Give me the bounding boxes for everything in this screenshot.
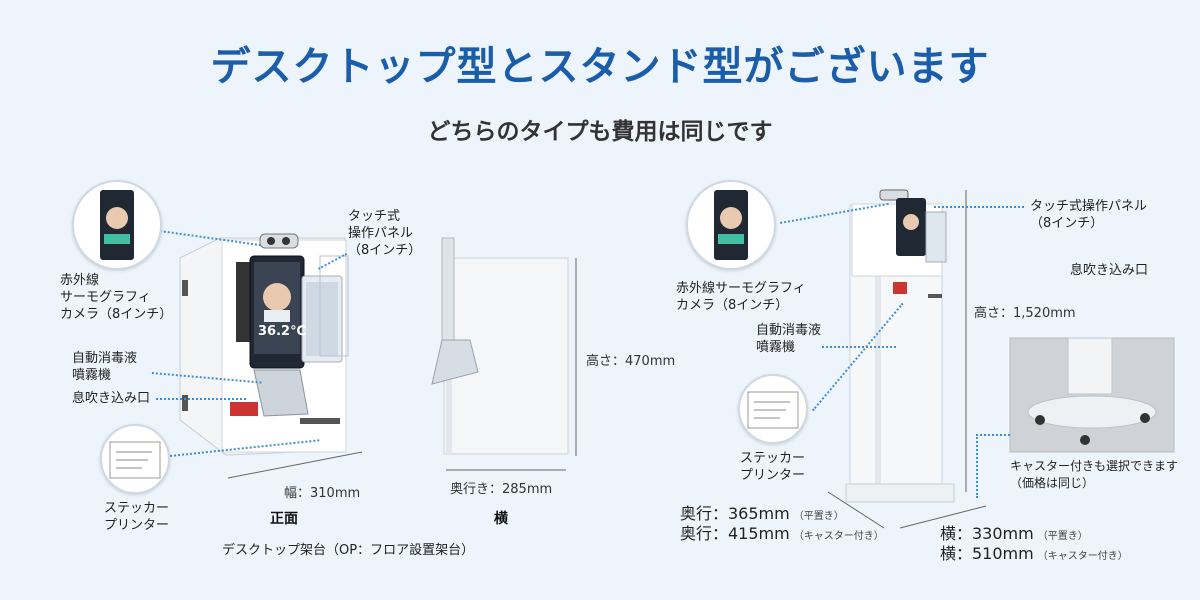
width-flat: 横：330mm（平置き） — [940, 520, 1088, 544]
touch-panel-label-desktop: タッチ式 操作パネル （8インチ） — [348, 209, 422, 258]
height-dimension-stand: 高さ：1,520mm — [974, 306, 1076, 321]
camera-callout-stand — [686, 180, 776, 270]
depth-caster: 奥行：415mm（キャスター付き） — [680, 520, 884, 544]
camera-label-stand: 赤外線サーモグラフィ カメラ（8インチ） — [676, 281, 806, 313]
leader-caster — [976, 434, 978, 498]
width-flat-note: （平置き） — [1037, 531, 1088, 542]
width-caster-value: 横：510mm — [940, 544, 1034, 563]
blow-label-desktop: 息吹き込み口 — [72, 391, 151, 406]
leader-caster-h — [976, 434, 1010, 436]
width-dimension: 幅：310mm — [284, 486, 361, 501]
dimension-lines — [227, 190, 987, 529]
depth-flat-value: 奥行：365mm — [680, 504, 790, 523]
front-caption: 正面 — [270, 511, 298, 527]
height-dimension-desktop: 高さ：470mm — [586, 354, 676, 369]
width-caster-note: （キャスター付き） — [1037, 551, 1128, 562]
mist-label-desktop: 自動消毒液 噴霧機 — [72, 351, 138, 383]
stand-unit — [845, 189, 955, 503]
depth-flat-note: （平置き） — [793, 511, 844, 522]
depth-flat: 奥行：365mm（平置き） — [680, 500, 844, 524]
camera-label-desktop: 赤外線 サーモグラフィ カメラ（8インチ） — [60, 273, 173, 322]
sticker-printer-icon — [109, 441, 161, 479]
printer-callout-stand — [738, 374, 808, 444]
desktop-side-unit — [431, 237, 569, 455]
leader-blow-desktop — [156, 398, 246, 400]
leader-touch-stand — [934, 206, 1024, 208]
caster-caption: キャスター付きも選択できます （価格は同じ） — [1010, 459, 1179, 490]
thermal-camera-icon — [714, 190, 748, 260]
stand-option-caption: デスクトップ架台（OP：フロア設置架台） — [222, 543, 475, 558]
printer-label-desktop: ステッカー プリンター — [104, 501, 170, 533]
mist-label-stand: 自動消毒液 噴霧機 — [756, 323, 822, 355]
touch-panel-label-stand: タッチ式操作パネル （8インチ） — [1030, 199, 1148, 231]
thermal-camera-icon — [100, 190, 134, 260]
side-caption: 横 — [494, 511, 508, 527]
caster-inset-photo — [1009, 337, 1175, 453]
blow-label-stand: 息吹き込み口 — [1070, 263, 1149, 278]
depth-caster-note: （キャスター付き） — [793, 531, 884, 542]
screen-temperature: 36.2℃ — [258, 324, 306, 339]
depth-caster-value: 奥行：415mm — [680, 524, 790, 543]
width-caster: 横：510mm（キャスター付き） — [940, 540, 1128, 564]
leader-mist-stand — [822, 346, 896, 348]
page-subtitle: どちらのタイプも費用は同じです — [427, 119, 773, 145]
desktop-front-unit — [179, 233, 349, 456]
depth-dimension-desktop: 奥行き：285mm — [450, 482, 553, 497]
printer-label-stand: ステッカー プリンター — [740, 451, 806, 483]
page-title: デスクトップ型とスタンド型がございます — [210, 44, 990, 90]
sticker-printer-icon — [747, 391, 799, 429]
printer-callout-desktop — [100, 424, 170, 494]
width-flat-value: 横：330mm — [940, 524, 1034, 543]
camera-callout-desktop — [72, 180, 162, 270]
